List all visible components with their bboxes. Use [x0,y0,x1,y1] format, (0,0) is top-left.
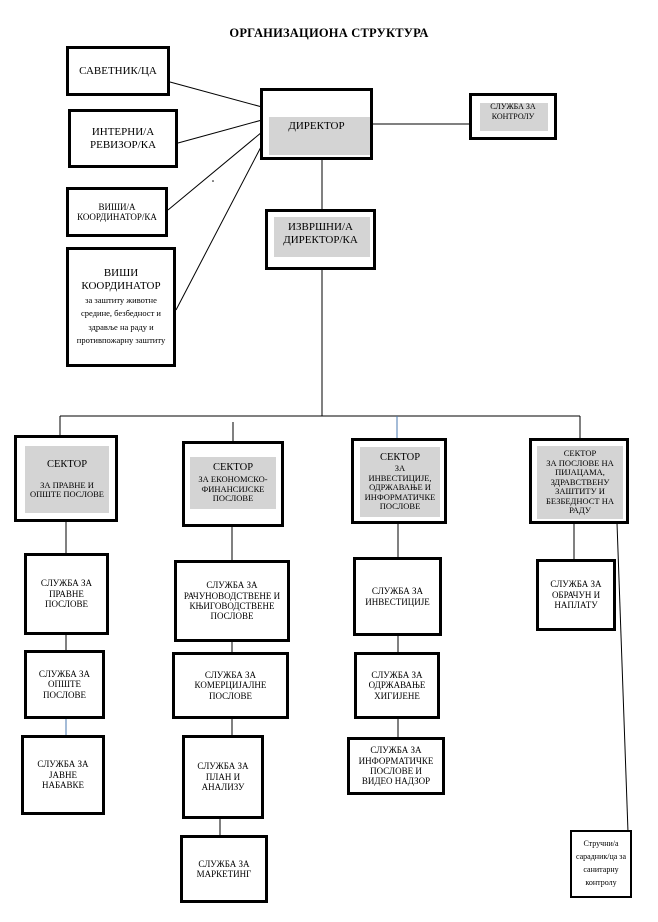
service-legal-affairs-label: СЛУЖБА ЗА ПРАВНЕ ПОСЛОВЕ [40,578,93,610]
sector-finance-fill: СЕКТОР ЗА ЕКОНОМСКО-ФИНАНСИЈСКЕ ПОСЛОВЕ [190,457,276,509]
sector-investment-fill: СЕКТОР ЗА ИНВЕСТИЦИЈЕ, ОДРЖАВАЊЕ И ИНФОР… [360,447,440,517]
service-it-video-box: СЛУЖБА ЗА ИНФОРМАТИЧКЕ ПОСЛОВЕ И ВИДЕО Н… [347,737,445,795]
sanitary-associate-label: Стручни/а сарадник/ца за санитарну контр… [575,839,627,887]
sector-finance-box: СЕКТОР ЗА ЕКОНОМСКО-ФИНАНСИЈСКЕ ПОСЛОВЕ [182,441,284,527]
director-box: ДИРЕКТОР [260,88,373,160]
advisor-box: САВЕТНИК/ЦА [66,46,170,96]
service-accounting-label: СЛУЖБА ЗА РАЧУНОВОДСТВЕНЕ И КЊИГОВОДСТВЕ… [183,580,281,622]
service-planning-label: СЛУЖБА ЗА ПЛАН И АНАЛИЗУ [197,761,249,793]
sector-legal-box: СЕКТОР ЗА ПРАВНЕ И ОПШТЕ ПОСЛОВЕ [14,435,118,522]
control-service-fill [480,103,548,131]
executive-director-fill [274,217,370,257]
service-marketing-box: СЛУЖБА ЗА МАРКЕТИНГ [180,835,268,903]
sector-markets-box: СЕКТОР ЗА ПОСЛОВЕ НА ПИЈАЦАМА, ЗДРАВСТВЕ… [529,438,629,524]
service-it-video-label: СЛУЖБА ЗА ИНФОРМАТИЧКЕ ПОСЛОВЕ И ВИДЕО Н… [358,745,434,787]
senior-coordinator-safety-title: ВИШИ КООРДИНАТОР [81,267,161,292]
internal-auditor-box: ИНТЕРНИ/А РЕВИЗОР/КА [68,109,178,168]
sector-investment-box: СЕКТОР ЗА ИНВЕСТИЦИЈЕ, ОДРЖАВАЊЕ И ИНФОР… [351,438,447,524]
sector-markets-name: ЗА ПОСЛОВЕ НА ПИЈАЦАМА, ЗДРАВСТВЕНУ ЗАШТ… [546,457,614,516]
service-marketing-label: СЛУЖБА ЗА МАРКЕТИНГ [196,858,252,879]
sector-markets-heading: СЕКТОР [563,448,597,459]
senior-coordinator-safety-box: ВИШИ КООРДИНАТОР за заштиту животне сред… [66,247,176,367]
service-accounting-box: СЛУЖБА ЗА РАЧУНОВОДСТВЕНЕ И КЊИГОВОДСТВЕ… [174,560,290,642]
service-hygiene-label: СЛУЖБА ЗА ОДРЖАВАЊЕ ХИГИЈЕНЕ [368,669,426,701]
senior-coordinator-safety-subtitle: за заштиту животне средине, безбедност и… [76,295,166,345]
service-commercial-label: СЛУЖБА ЗА КОМЕРЦИЈАЛНЕ ПОСЛОВЕ [194,669,267,701]
service-investments-box: СЛУЖБА ЗА ИНВЕСТИЦИЈЕ [353,557,442,636]
executive-director-box: ИЗВРШНИ/А ДИРЕКТОР/КА [265,209,376,270]
sector-finance-name: ЗА ЕКОНОМСКО-ФИНАНСИЈСКЕ ПОСЛОВЕ [198,474,268,504]
sector-legal-heading: СЕКТОР [46,459,88,471]
control-service-label: СЛУЖБА ЗА КОНТРОЛУ [490,102,536,121]
service-general-affairs-box: СЛУЖБА ЗА ОПШТЕ ПОСЛОВЕ [24,650,105,719]
sector-legal-name: ЗА ПРАВНЕ И ОПШТЕ ПОСЛОВЕ [30,479,104,500]
sector-finance-heading: СЕКТОР [212,462,254,474]
sector-investment-heading: СЕКТОР [379,452,421,464]
advisor-label: САВЕТНИК/ЦА [79,64,157,77]
executive-director-label: ИЗВРШНИ/А ДИРЕКТОР/КА [283,220,358,246]
service-billing-box: СЛУЖБА ЗА ОБРАЧУН И НАПЛАТУ [536,559,616,631]
service-billing-label: СЛУЖБА ЗА ОБРАЧУН И НАПЛАТУ [550,579,602,611]
internal-auditor-label: ИНТЕРНИ/А РЕВИЗОР/КА [89,125,157,151]
sector-legal-fill: СЕКТОР ЗА ПРАВНЕ И ОПШТЕ ПОСЛОВЕ [25,446,109,513]
senior-coordinator-box: ВИШИ/А КООРДИНАТОР/КА [66,187,168,237]
service-procurement-label: СЛУЖБА ЗА ЈАВНЕ НАБАВКЕ [37,759,89,791]
director-fill [269,117,370,155]
service-general-affairs-label: СЛУЖБА ЗА ОПШТЕ ПОСЛОВЕ [38,668,91,700]
service-procurement-box: СЛУЖБА ЗА ЈАВНЕ НАБАВКЕ [21,735,105,815]
service-hygiene-box: СЛУЖБА ЗА ОДРЖАВАЊЕ ХИГИЈЕНЕ [354,652,440,719]
sector-investment-name: ЗА ИНВЕСТИЦИЈЕ, ОДРЖАВАЊЕ И ИНФОРМАТИЧКЕ… [364,462,436,512]
service-legal-affairs-box: СЛУЖБА ЗА ПРАВНЕ ПОСЛОВЕ [24,553,109,635]
service-planning-box: СЛУЖБА ЗА ПЛАН И АНАЛИЗУ [182,735,264,819]
service-investments-label: СЛУЖБА ЗА ИНВЕСТИЦИЈЕ [365,586,430,607]
service-commercial-box: СЛУЖБА ЗА КОМЕРЦИЈАЛНЕ ПОСЛОВЕ [172,652,289,719]
sector-markets-fill: СЕКТОР ЗА ПОСЛОВЕ НА ПИЈАЦАМА, ЗДРАВСТВЕ… [537,446,623,519]
senior-coordinator-label: ВИШИ/А КООРДИНАТОР/КА [77,201,157,222]
control-service-box: СЛУЖБА ЗА КОНТРОЛУ [469,93,557,140]
chart-title: ОРГАНИЗАЦИОНА СТРУКТУРА [229,26,429,40]
sanitary-associate-box: Стручни/а сарадник/ца за санитарну контр… [570,830,632,898]
director-label: ДИРЕКТОР [288,120,345,132]
